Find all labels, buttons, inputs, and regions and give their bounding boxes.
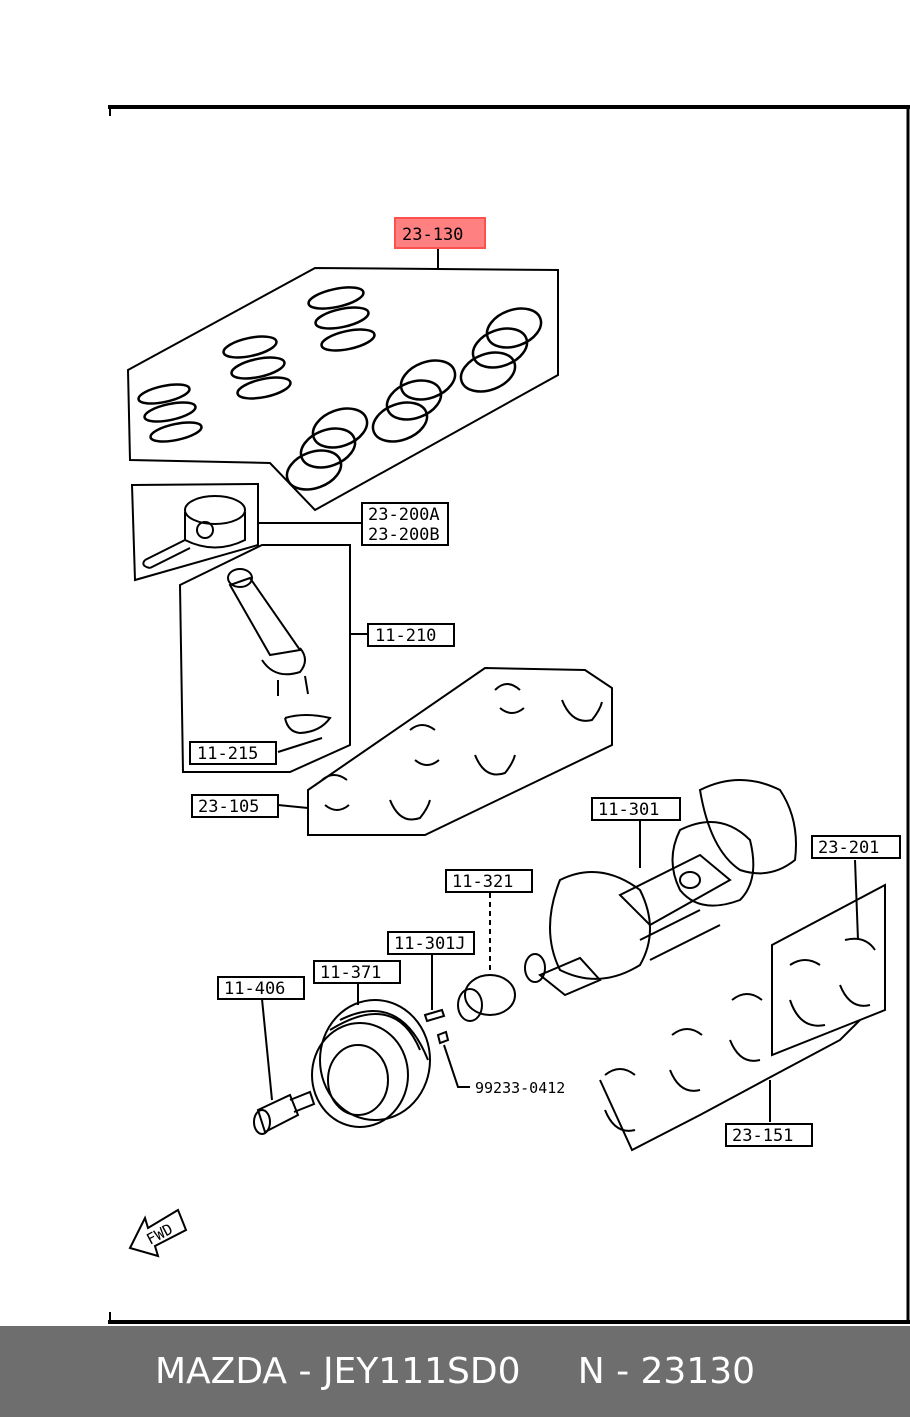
footer-sep: - (287, 1351, 323, 1392)
fwd-label: FWD (143, 1220, 175, 1249)
piston-label-b: 23-200B (368, 525, 440, 545)
key (387, 931, 475, 1023)
footer-caption: MAZDA - JEY111SD0 N - 23130 (0, 1326, 910, 1417)
footer-code: JEY111SD0 (322, 1351, 521, 1392)
thrust-bearing-group (771, 835, 901, 1057)
piston-group (130, 482, 449, 582)
main-bearing-upper-label: 23-105 (198, 797, 259, 817)
crankshaft (524, 779, 797, 997)
main-bearing-lower-label: 23-151 (732, 1126, 793, 1146)
con-rod-label: 11-210 (375, 626, 436, 646)
piston-rings-label: 23-130 (402, 225, 463, 245)
footer-brand: MAZDA (154, 1351, 288, 1392)
pin-label: 99233-0412 (475, 1079, 565, 1097)
bolt (217, 976, 316, 1135)
thrust-bearing-label: 23-201 (818, 838, 879, 858)
footer-part: N - 23130 (577, 1351, 756, 1392)
main-bearing-lower-group (599, 993, 861, 1152)
sprocket-label: 11-321 (452, 872, 513, 892)
pulley-label: 11-371 (320, 963, 381, 983)
piston-rings-label-box (394, 217, 486, 249)
pin (436, 1030, 470, 1088)
bolt-label: 11-406 (224, 979, 285, 999)
piston-label-a: 23-200A (368, 505, 440, 525)
sprocket (445, 869, 533, 1022)
key-label: 11-301J (394, 934, 466, 954)
rod-bearing-label: 11-215 (197, 744, 258, 764)
footer-gap (520, 1351, 577, 1392)
connecting-rod-group (178, 544, 455, 773)
frame (108, 105, 910, 1324)
parts-diagram: 23-130 23-200A 23-200B 11-210 11-215 (108, 105, 910, 1324)
main-bearing-upper-group (191, 666, 613, 836)
crankshaft-label: 11-301 (598, 800, 659, 820)
piston-ring-set-group (126, 248, 559, 512)
pulley (311, 960, 431, 1128)
fwd-arrow-icon: FWD (128, 1208, 188, 1258)
